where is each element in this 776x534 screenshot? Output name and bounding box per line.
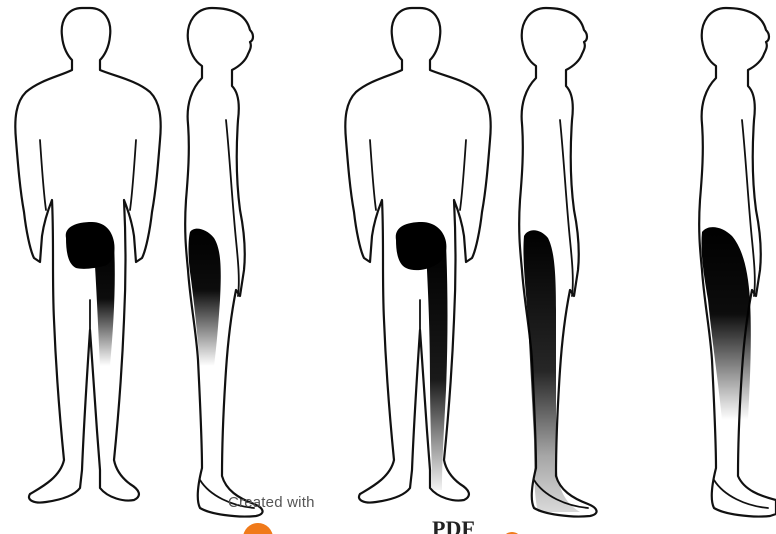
- figure-4-lateral: [519, 8, 596, 517]
- figure-3-posterior: [345, 8, 490, 503]
- logo-circle-icon: [243, 523, 273, 534]
- figure-1-posterior: [15, 8, 160, 503]
- watermark-logo: PDF: [232, 512, 532, 534]
- figure-2-lateral: [185, 8, 262, 517]
- figure-5-lateral: [699, 8, 776, 517]
- watermark-caption: Created with: [228, 494, 315, 511]
- svg-text:PDF: PDF: [432, 516, 475, 534]
- pain-shading: [189, 229, 221, 366]
